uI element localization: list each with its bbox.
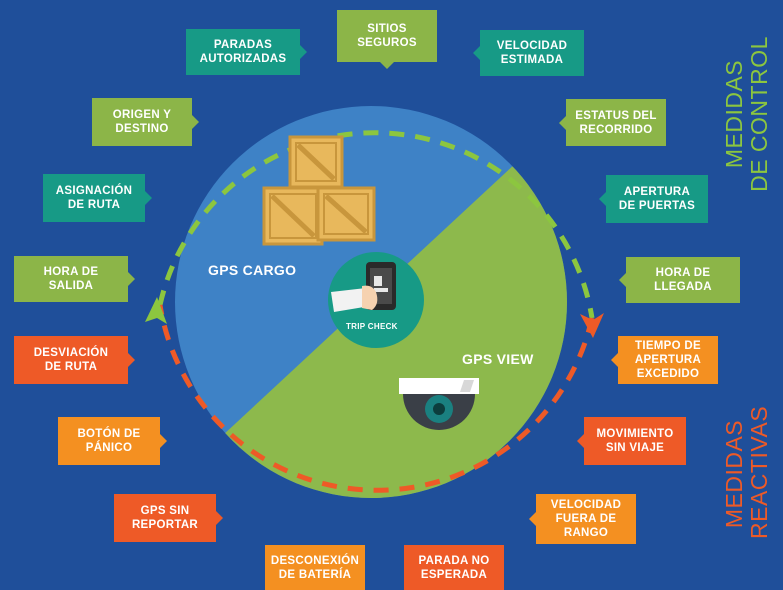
box-boton-panico: BOTÓN DE PÁNICO — [58, 417, 167, 465]
box-velocidad-fuera-rango: VELOCIDAD FUERA DE RANGO — [529, 494, 636, 544]
reactive-measures-title: MEDIDAS REACTIVAS — [721, 405, 772, 539]
arrow-up-icon — [145, 297, 167, 324]
box-paradas-autorizadas: PARADAS AUTORIZADAS — [186, 29, 307, 75]
box-hora-llegada: HORA DE LLEGADA — [619, 257, 740, 303]
phone-hand-icon — [331, 262, 396, 312]
trip-check-badge — [328, 252, 424, 348]
dome-camera-icon — [399, 378, 479, 430]
box-velocidad-estimada: VELOCIDAD ESTIMADA — [473, 30, 584, 76]
box-sitios-seguros: SITIOS SEGUROS — [337, 10, 437, 69]
box-gps-sin-reportar: GPS SIN REPORTAR — [114, 494, 223, 542]
control-measures-title: MEDIDAS DE CONTROL — [721, 36, 772, 192]
gps-cargo-label: GPS CARGO — [208, 262, 297, 278]
box-parada-no-esperada: PARADA NO ESPERADA — [404, 545, 504, 590]
box-desconexion-bateria: DESCONEXIÓN DE BATERÍA — [265, 545, 365, 590]
trip-check-label: TRIP CHECK — [346, 322, 398, 331]
box-origen-destino: ORIGEN Y DESTINO — [92, 98, 199, 146]
gps-view-label: GPS VIEW — [462, 351, 534, 367]
box-estatus-recorrido: ESTATUS DEL RECORRIDO — [559, 99, 666, 146]
box-movimiento-sin-viaje: MOVIMIENTO SIN VIAJE — [577, 417, 686, 465]
box-hora-salida: HORA DE SALIDA — [14, 256, 135, 302]
cargo-boxes-icon — [262, 135, 376, 246]
box-apertura-puertas: APERTURA DE PUERTAS — [599, 175, 708, 223]
arrow-down-icon — [580, 313, 604, 338]
box-desviacion-ruta: DESVIACIÓN DE RUTA — [14, 336, 135, 384]
box-asignacion-ruta: ASIGNACIÓN DE RUTA — [43, 174, 152, 222]
box-tiempo-apertura: TIEMPO DE APERTURA EXCEDIDO — [611, 336, 718, 384]
